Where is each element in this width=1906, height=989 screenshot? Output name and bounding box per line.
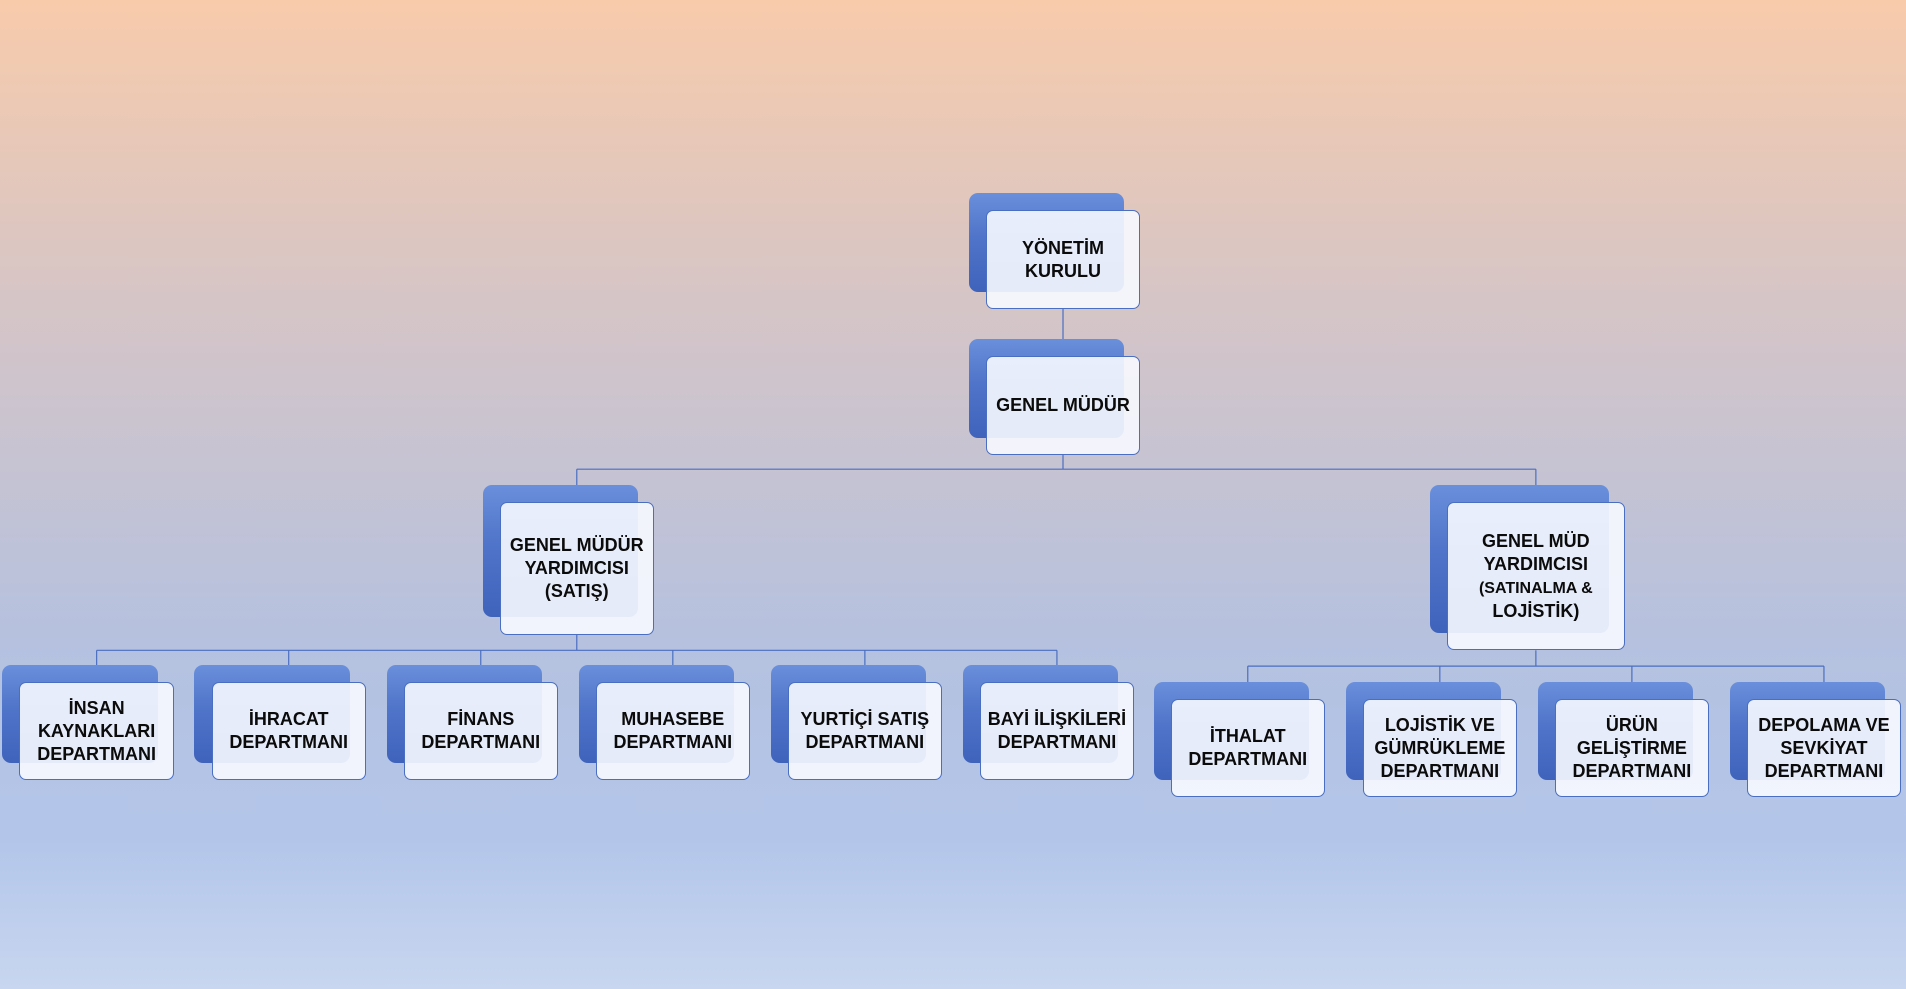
node-label-text: İNSAN KAYNAKLARI DEPARTMANI: [37, 697, 156, 764]
node-label-text: FİNANS DEPARTMANI: [421, 709, 541, 753]
node-label-text: MUHASEBE DEPARTMANI: [613, 709, 733, 753]
node-label-text: İTHALAT DEPARTMANI: [1188, 726, 1308, 770]
node-muhasebe: MUHASEBE DEPARTMANI: [578, 664, 750, 781]
node-urun: ÜRÜN GELİŞTİRME DEPARTMANI: [1537, 681, 1710, 798]
node-card: İNSAN KAYNAKLARI DEPARTMANI: [19, 681, 174, 781]
node-label-text: ÜRÜN GELİŞTİRME DEPARTMANI: [1572, 714, 1692, 781]
node-card: YURTİÇİ SATIŞ DEPARTMANI: [787, 681, 943, 781]
node-card: LOJİSTİK VE GÜMRÜKLEME DEPARTMANI: [1362, 698, 1518, 798]
node-insan: İNSAN KAYNAKLARI DEPARTMANI: [2, 664, 174, 781]
node-label-text: YÖNETİM KURULU: [1021, 237, 1104, 281]
node-finans: FİNANS DEPARTMANI: [386, 664, 558, 781]
node-yurtici: YURTİÇİ SATIŞ DEPARTMANI: [770, 664, 943, 781]
node-card: FİNANS DEPARTMANI: [403, 681, 558, 781]
node-label: YURTİÇİ SATIŞ DEPARTMANI: [801, 708, 930, 754]
node-ihracat: İHRACAT DEPARTMANI: [194, 664, 366, 781]
node-label: GENEL MÜDÜR YARDIMCISI (SATIŞ): [510, 534, 644, 603]
node-label: BAYİ İLİŞKİLERİ DEPARTMANI: [988, 708, 1126, 754]
node-card: MUHASEBE DEPARTMANI: [595, 681, 750, 781]
node-card: BAYİ İLİŞKİLERİ DEPARTMANI: [979, 681, 1135, 781]
node-card: İTHALAT DEPARTMANI: [1170, 698, 1325, 798]
node-gmy-satinalma: GENEL MÜD YARDIMCISI (SATINALMA & LOJİST…: [1429, 485, 1626, 651]
node-label-tail: LOJİSTİK): [1492, 600, 1580, 621]
node-card: GENEL MÜDÜR: [985, 356, 1141, 455]
node-label: İHRACAT DEPARTMANI: [229, 708, 348, 754]
node-label: ÜRÜN GELİŞTİRME DEPARTMANI: [1573, 714, 1692, 783]
node-card: GENEL MÜD YARDIMCISI (SATINALMA & LOJİST…: [1446, 502, 1626, 651]
node-label: MUHASEBE DEPARTMANI: [613, 708, 732, 754]
node-yonetim: YÖNETİM KURULU: [968, 193, 1141, 309]
node-label-text: İHRACAT DEPARTMANI: [229, 709, 349, 753]
node-label: İNSAN KAYNAKLARI DEPARTMANI: [37, 697, 156, 766]
node-label: DEPOLAMA VE SEVKİYAT DEPARTMANI: [1758, 714, 1889, 783]
node-label-text: GENEL MÜDÜR YARDIMCISI (SATIŞ): [509, 534, 644, 601]
node-bayi: BAYİ İLİŞKİLERİ DEPARTMANI: [962, 664, 1135, 781]
node-card: ÜRÜN GELİŞTİRME DEPARTMANI: [1554, 698, 1710, 798]
node-label: GENEL MÜD YARDIMCISI (SATINALMA & LOJİST…: [1479, 530, 1593, 623]
node-label-small: (SATINALMA &: [1478, 579, 1593, 597]
node-label-text: GENEL MÜDÜR: [996, 394, 1130, 415]
node-label: GENEL MÜDÜR: [996, 394, 1130, 417]
node-card: YÖNETİM KURULU: [985, 210, 1141, 309]
node-depolama: DEPOLAMA VE SEVKİYAT DEPARTMANI: [1729, 681, 1902, 798]
node-label: FİNANS DEPARTMANI: [421, 708, 540, 754]
node-genel: GENEL MÜDÜR: [968, 339, 1141, 455]
node-lojistik: LOJİSTİK VE GÜMRÜKLEME DEPARTMANI: [1345, 681, 1518, 798]
node-card: İHRACAT DEPARTMANI: [211, 681, 366, 781]
node-card: DEPOLAMA VE SEVKİYAT DEPARTMANI: [1746, 698, 1902, 798]
node-label-text: GENEL MÜD YARDIMCISI: [1482, 530, 1590, 574]
node-label-text: DEPOLAMA VE SEVKİYAT DEPARTMANI: [1758, 714, 1890, 781]
node-label-text: LOJİSTİK VE GÜMRÜKLEME DEPARTMANI: [1374, 714, 1506, 781]
node-label-text: BAYİ İLİŞKİLERİ DEPARTMANI: [987, 709, 1127, 753]
node-label: İTHALAT DEPARTMANI: [1188, 725, 1307, 771]
node-gmy-satis: GENEL MÜDÜR YARDIMCISI (SATIŞ): [482, 485, 654, 635]
node-card: GENEL MÜDÜR YARDIMCISI (SATIŞ): [499, 502, 654, 635]
node-label-text: YURTİÇİ SATIŞ DEPARTMANI: [800, 709, 930, 753]
node-label: YÖNETİM KURULU: [1022, 237, 1104, 283]
node-ithalat: İTHALAT DEPARTMANI: [1153, 681, 1325, 798]
node-label: LOJİSTİK VE GÜMRÜKLEME DEPARTMANI: [1374, 714, 1505, 783]
